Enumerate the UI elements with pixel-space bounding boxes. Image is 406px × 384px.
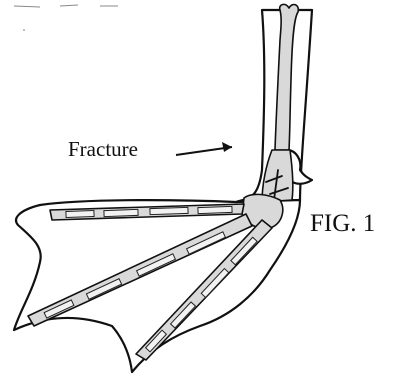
scan-specks — [14, 5, 118, 31]
fracture-arrow — [176, 142, 232, 155]
fracture-label: Fracture — [68, 137, 138, 162]
figure-number-label: FIG. 1 — [310, 210, 375, 238]
